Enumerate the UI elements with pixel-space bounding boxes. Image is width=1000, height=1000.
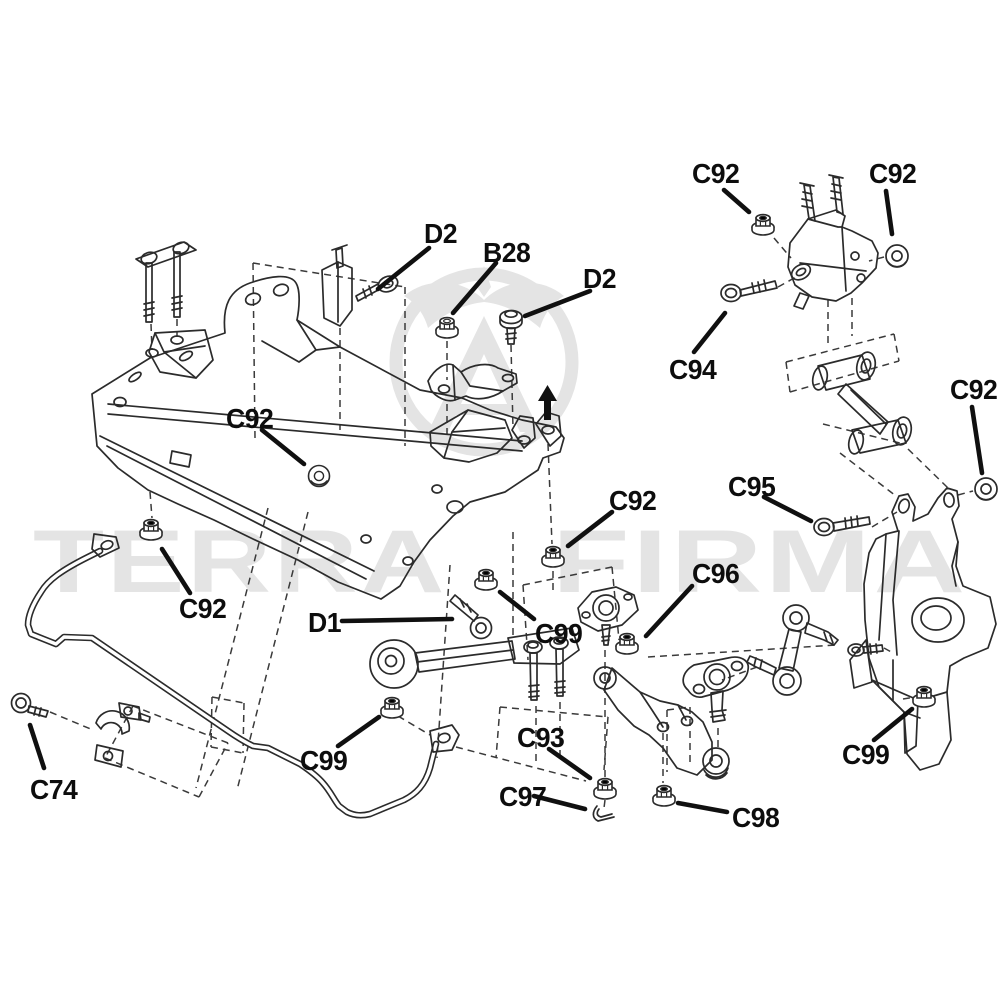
callout-c92-left: C92 [179, 593, 227, 624]
steering-knuckle [849, 487, 997, 771]
c97-cotter-pin [592, 805, 615, 822]
callout-c92-top-right: C92 [869, 158, 917, 189]
third-link-arm [811, 351, 913, 455]
callout-c99-knuckle: C99 [842, 739, 890, 770]
watermark-eagle-icon [404, 282, 564, 328]
sway-bar-right-tab [429, 724, 460, 753]
callout-c96: C96 [692, 558, 740, 589]
c92-washer-knuckle [974, 477, 998, 501]
callout-d1: D1 [308, 607, 342, 638]
callout-c92-center: C92 [609, 485, 657, 516]
watermark-eagle-head-icon [477, 266, 491, 297]
d2-flange-bolt [499, 309, 523, 345]
projection-lines [49, 237, 974, 809]
c93-nut [593, 777, 617, 800]
c96-nut [615, 632, 639, 655]
callout-c97: C97 [499, 781, 547, 812]
c92-nut-top-left [751, 213, 775, 236]
c74-bolt [10, 692, 49, 718]
sway-bar-left-tab [91, 533, 120, 558]
callout-c95: C95 [728, 471, 776, 502]
terra-firma-watermark: TERRA FIRMA [33, 266, 966, 611]
bracket-studs [799, 174, 844, 222]
sway-bar-clamp [94, 702, 151, 768]
callout-d2-right: D2 [583, 263, 617, 294]
front-crossmember [91, 275, 565, 600]
watermark-a-crossbar [455, 404, 513, 415]
upper-ball-mount [577, 586, 639, 646]
callout-c98: C98 [732, 802, 780, 833]
stopper-bracket-upper [321, 244, 399, 327]
c94-bolt [720, 279, 778, 303]
lower-ball-joint [682, 656, 750, 723]
c99-nut-center [474, 568, 498, 591]
c92-washer-on-member [307, 464, 331, 488]
callout-leaders [27, 187, 985, 815]
crossmember-mount-bolts [135, 241, 197, 323]
watermark-mountain-icon [428, 316, 540, 432]
lower-control-arm [593, 666, 730, 780]
third-link-bracket [787, 174, 879, 310]
d1-bolt [449, 594, 493, 640]
c99-nut-swaybar [380, 696, 404, 719]
callout-c92-top-left: C92 [692, 158, 740, 189]
knuckle-pinch-bolt [847, 643, 884, 657]
callout-c99-swaybar: C99 [300, 745, 348, 776]
callout-c94: C94 [669, 354, 717, 385]
up-arrow-icon [538, 385, 557, 420]
c92-washer-top-right [885, 244, 909, 268]
tension-rod [369, 627, 580, 701]
callout-c74: C74 [30, 774, 78, 805]
c98-nut [652, 784, 676, 807]
stabilizer-link [746, 604, 839, 696]
c92-nut-center [541, 545, 565, 568]
insulator-bracket [427, 363, 518, 402]
callout-c92-far-right: C92 [950, 374, 998, 405]
c95-bolt [813, 515, 871, 537]
tension-rod-bolts [523, 636, 569, 701]
c99-nut-knuckle [912, 685, 936, 708]
sway-bar [24, 533, 460, 819]
callout-b28: B28 [483, 237, 531, 268]
b28-nut-group [427, 309, 523, 402]
callout-d2-upper: D2 [424, 218, 458, 249]
callout-c92-subframe: C92 [226, 403, 274, 434]
callout-c93: C93 [517, 722, 565, 753]
callout-c99-center: C99 [535, 618, 583, 649]
c92-nut-left [139, 518, 163, 541]
watermark-word-terra: TERRA [33, 511, 447, 611]
